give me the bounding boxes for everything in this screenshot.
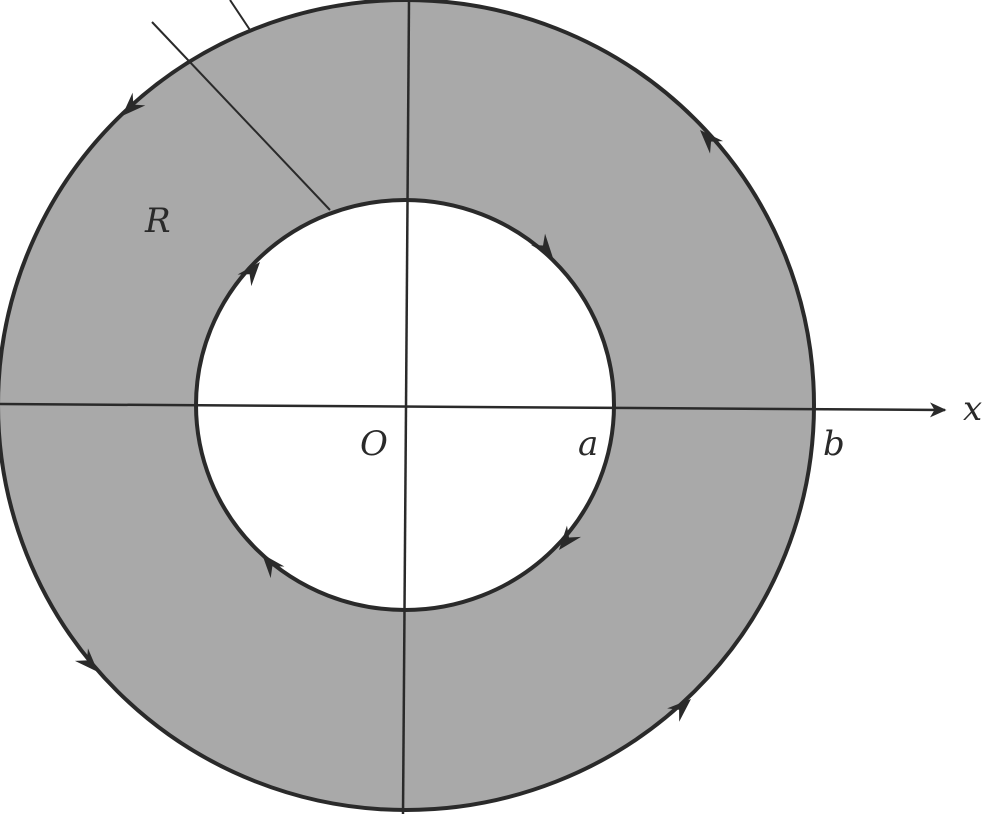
outer-arrow-upper-left xyxy=(122,92,146,116)
region-label: R xyxy=(144,201,171,241)
leader-line xyxy=(151,21,331,211)
outer-arrow-lower-left xyxy=(74,648,98,672)
annulus-region xyxy=(0,0,814,810)
inner-arrow-lower-right xyxy=(559,525,582,550)
origin-label: O xyxy=(360,424,388,464)
inner-arrow-upper-left xyxy=(237,262,260,287)
inner-arrow-upper-right xyxy=(530,233,553,258)
y-axis xyxy=(401,0,411,814)
x-axis-label: x xyxy=(963,389,982,429)
inner-arrow-lower-left xyxy=(262,554,285,579)
x-axis xyxy=(0,402,947,418)
outer-boundary-circle xyxy=(0,0,816,812)
outer-arrow-lower-right xyxy=(667,699,691,722)
outer-arrow-upper-right xyxy=(700,130,724,154)
inner-radius-label: a xyxy=(578,424,598,464)
outer-radius-label: b xyxy=(823,424,845,464)
leader-line-upper xyxy=(229,0,251,31)
